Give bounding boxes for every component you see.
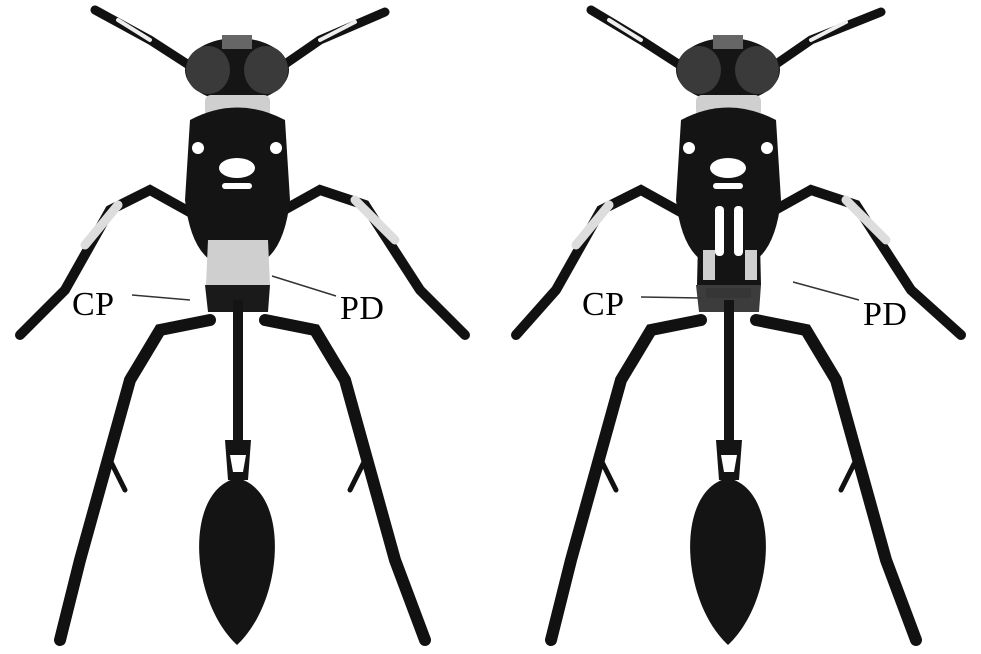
pd-leader-line — [791, 280, 863, 304]
mid-leg-left — [551, 320, 701, 640]
cp-leader-line — [641, 292, 703, 304]
cp-leader-line — [132, 292, 192, 304]
left-panel: CP PD — [0, 0, 490, 654]
mid-leg-right — [265, 320, 425, 640]
cp-label: CP — [72, 288, 115, 322]
pd-label: PD — [863, 298, 907, 332]
right-panel: CP PD — [491, 0, 981, 654]
petiole — [724, 300, 734, 440]
wasp-illustration-right — [491, 0, 981, 654]
pd-leader-line — [270, 274, 340, 298]
pd-label: PD — [340, 292, 384, 326]
propodeum — [206, 240, 270, 285]
wasp-illustration-left — [0, 0, 490, 654]
mid-leg-right — [756, 320, 916, 640]
petiole — [233, 300, 243, 440]
mid-leg-left — [60, 320, 210, 640]
gaster — [199, 478, 275, 645]
cp-label: CP — [582, 288, 625, 322]
gaster — [690, 478, 766, 645]
